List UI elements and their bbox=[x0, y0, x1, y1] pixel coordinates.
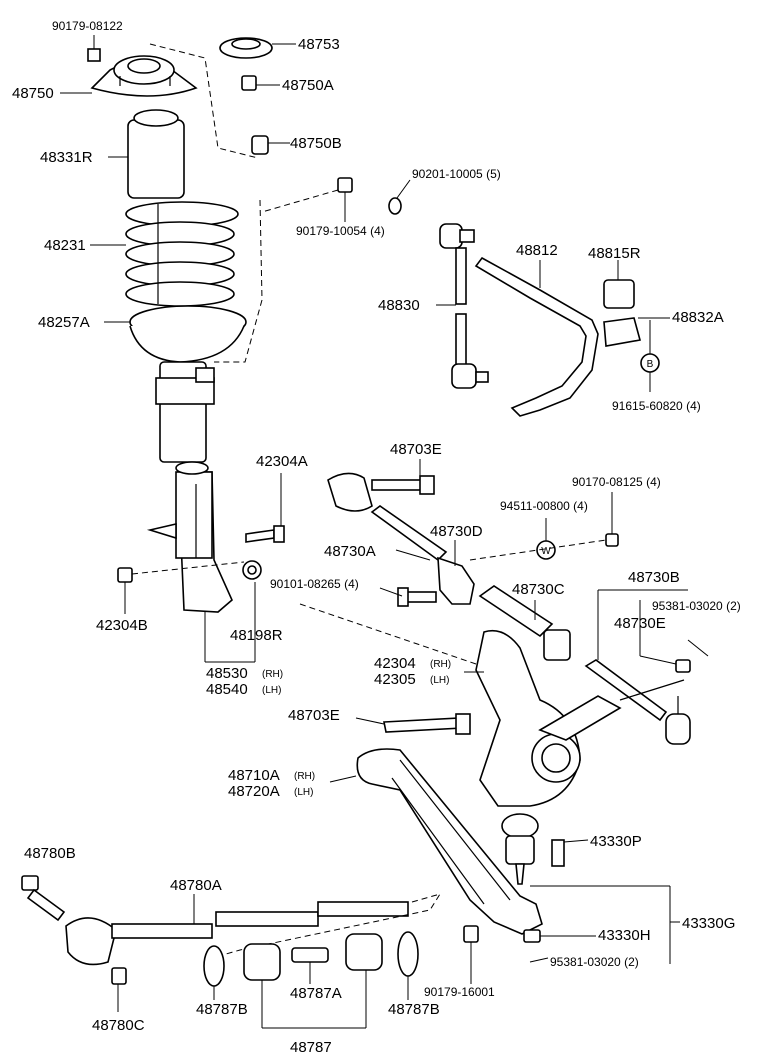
label-48257a: 48257A bbox=[38, 314, 90, 331]
strut-bar-cushion bbox=[203, 931, 419, 987]
label-95381-03020-bot: 95381-03020 (2) bbox=[550, 955, 639, 969]
label-48530: 48530 bbox=[206, 665, 248, 682]
label-48750b: 48750B bbox=[290, 135, 342, 152]
label-48787a: 48787A bbox=[290, 985, 342, 1002]
svg-text:W: W bbox=[541, 546, 551, 557]
label-48753: 48753 bbox=[298, 36, 340, 53]
label-95381-03020-top: 95381-03020 (2) bbox=[652, 599, 741, 613]
label-48730d: 48730D bbox=[430, 523, 483, 540]
strut-bar-bolt bbox=[21, 875, 66, 922]
label-48198r: 48198R bbox=[230, 627, 283, 644]
label-90101-08265: 90101-08265 (4) bbox=[270, 577, 359, 591]
adjusting-bolt bbox=[397, 587, 437, 607]
adjusting-rod bbox=[370, 505, 571, 661]
label-43330p: 43330P bbox=[590, 833, 642, 850]
spring-lower-seat bbox=[129, 305, 247, 363]
svg-text:B: B bbox=[647, 359, 654, 370]
strut-spacer bbox=[251, 135, 269, 155]
label-48750: 48750 bbox=[12, 85, 54, 102]
label-48812: 48812 bbox=[516, 242, 558, 259]
bump-stopper-boot bbox=[127, 109, 185, 199]
label-42305: 42305 bbox=[374, 671, 416, 688]
strut-bar-nut bbox=[111, 967, 127, 985]
washer bbox=[388, 197, 402, 215]
label-48540: 48540 bbox=[206, 681, 248, 698]
coil-spring bbox=[125, 201, 239, 307]
label-48730b: 48730B bbox=[628, 569, 680, 586]
castle-nut bbox=[675, 659, 691, 673]
strut-mount-bearing bbox=[219, 37, 273, 59]
link-nut bbox=[605, 533, 619, 547]
lower-suspension-arm bbox=[356, 748, 543, 935]
label-90179-16001: 90179-16001 bbox=[424, 985, 495, 999]
label-48787: 48787 bbox=[290, 1039, 332, 1056]
strut-upper-mount bbox=[90, 55, 198, 97]
strut-bolt-nut bbox=[117, 567, 133, 583]
tie-rod-end bbox=[584, 659, 691, 745]
label-48703e-mid: 48703E bbox=[288, 707, 340, 724]
label-48815r: 48815R bbox=[588, 245, 641, 262]
stabilizer-bushing bbox=[603, 279, 635, 309]
label-42305-side: (LH) bbox=[430, 675, 449, 686]
label-90179-10054: 90179-10054 (4) bbox=[296, 224, 385, 238]
lower-strut bbox=[146, 461, 233, 613]
label-42304a: 42304A bbox=[256, 453, 308, 470]
label-48231: 48231 bbox=[44, 237, 86, 254]
label-48830: 48830 bbox=[378, 297, 420, 314]
label-48331r: 48331R bbox=[40, 149, 93, 166]
label-48703e-top: 48703E bbox=[390, 441, 442, 458]
label-42304b: 42304B bbox=[96, 617, 148, 634]
label-48720a: 48720A bbox=[228, 783, 280, 800]
label-48710a-side: (RH) bbox=[294, 771, 315, 782]
upper-mount-nut bbox=[87, 35, 101, 62]
stabilizer-bracket bbox=[603, 317, 642, 347]
label-48787b-left: 48787B bbox=[196, 1001, 248, 1018]
camber-bolt bbox=[245, 525, 285, 543]
strut-rod-bushing bbox=[327, 472, 373, 512]
retainer-nut bbox=[463, 925, 479, 943]
arm-bolt bbox=[383, 713, 471, 735]
stabilizer-bar bbox=[474, 256, 599, 417]
bushing-bolt bbox=[371, 475, 435, 495]
steering-knuckle bbox=[475, 629, 622, 807]
label-48787b-right: 48787B bbox=[388, 1001, 440, 1018]
label-42304-side: (RH) bbox=[430, 659, 451, 670]
part-labels: 90179-08122 48750 48753 48750A 48331R 48… bbox=[12, 19, 741, 1056]
strut-mount-nut-2 bbox=[337, 177, 353, 193]
label-48730c: 48730C bbox=[512, 581, 565, 598]
label-43330g: 43330G bbox=[682, 915, 735, 932]
label-90201-10005: 90201-10005 (5) bbox=[412, 167, 501, 181]
strut-bushing bbox=[242, 560, 262, 580]
label-90179-08122: 90179-08122 bbox=[52, 19, 123, 33]
label-91615-60820: 91615-60820 (4) bbox=[612, 399, 701, 413]
label-48530-side: (RH) bbox=[262, 669, 283, 680]
label-94511-00800: 94511-00800 (4) bbox=[500, 499, 588, 513]
marker-b: B bbox=[640, 353, 660, 373]
label-43330h: 43330H bbox=[598, 927, 651, 944]
strut-nut bbox=[241, 75, 257, 91]
stabilizer-link bbox=[439, 223, 489, 389]
label-48710a: 48710A bbox=[228, 767, 280, 784]
label-48720a-side: (LH) bbox=[294, 787, 313, 798]
label-48780a: 48780A bbox=[170, 877, 222, 894]
label-90170-08125: 90170-08125 (4) bbox=[572, 475, 661, 489]
ball-joint-nut bbox=[523, 929, 541, 943]
ball-joint-bolt bbox=[551, 839, 565, 867]
shock-absorber-body bbox=[155, 361, 215, 463]
strut-bar bbox=[65, 901, 409, 966]
label-48750a: 48750A bbox=[282, 77, 334, 94]
label-48780c: 48780C bbox=[92, 1017, 145, 1034]
label-48540-side: (LH) bbox=[262, 685, 281, 696]
ball-joint bbox=[501, 813, 539, 885]
label-48780b: 48780B bbox=[24, 845, 76, 862]
label-48730a: 48730A bbox=[324, 543, 376, 560]
label-42304: 42304 bbox=[374, 655, 416, 672]
label-48730e: 48730E bbox=[614, 615, 666, 632]
label-48832a: 48832A bbox=[672, 309, 724, 326]
